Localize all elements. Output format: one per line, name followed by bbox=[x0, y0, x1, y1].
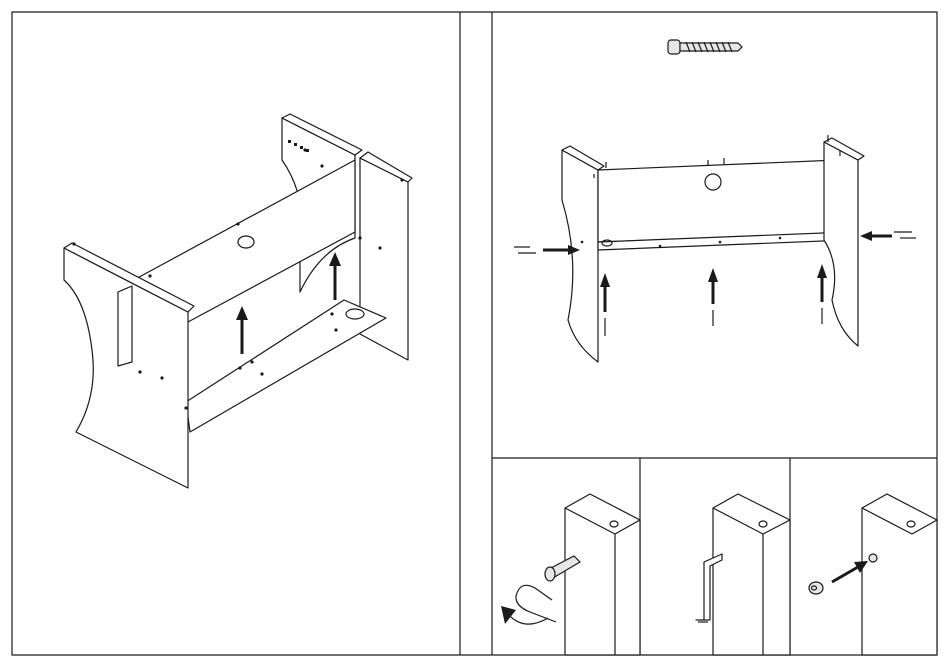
detail-allen-key bbox=[696, 494, 790, 655]
cam-bolt-icon bbox=[668, 40, 742, 54]
detail-cam-cap bbox=[809, 494, 937, 655]
insertion-arrow bbox=[600, 264, 827, 336]
assembled-desk-frame bbox=[64, 114, 412, 488]
desk-frame-exploded bbox=[562, 135, 864, 362]
detail-cam-bolt bbox=[501, 494, 640, 655]
